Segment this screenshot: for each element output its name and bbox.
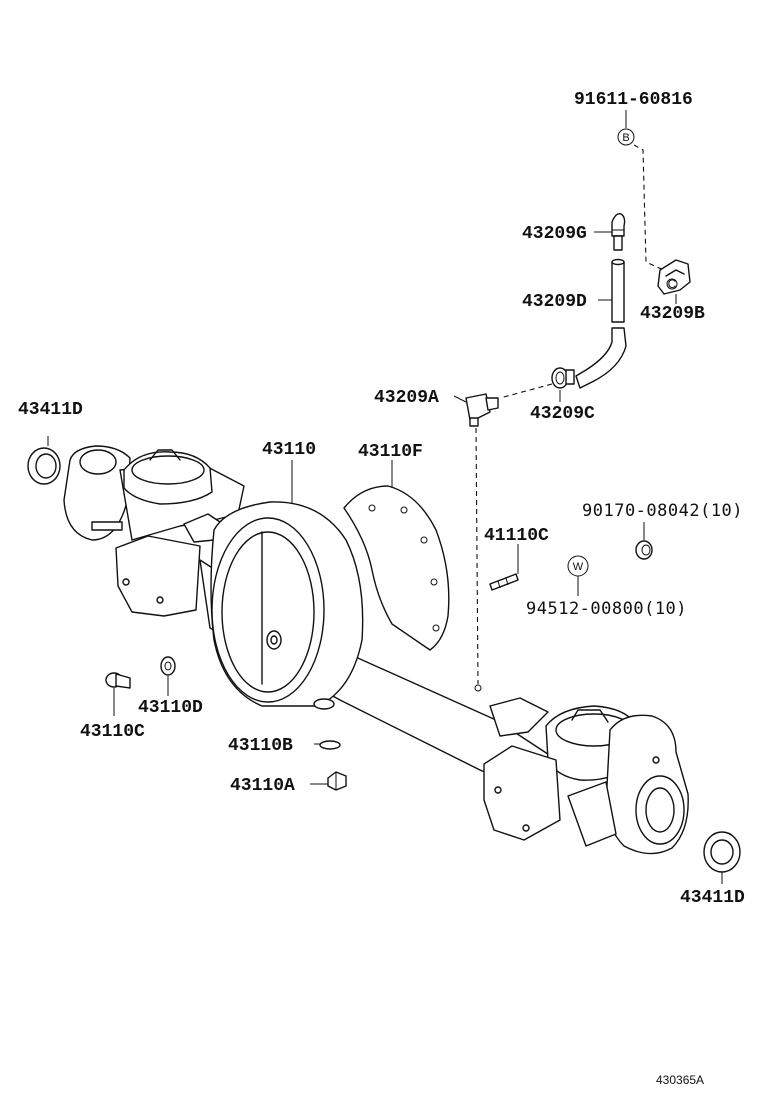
label-43110c: 43110C <box>80 722 145 742</box>
label-43110d: 43110D <box>138 698 203 718</box>
breather-hose-bent <box>575 327 627 389</box>
dashed-leader-vertical <box>475 427 479 685</box>
label-43411d-right: 43411D <box>680 888 745 908</box>
dashed-leader-clamp <box>499 383 553 399</box>
hose-clamp-43209c <box>551 367 575 389</box>
breather-hose-43209d <box>611 258 625 323</box>
callout-b-marker <box>617 128 635 146</box>
label-43209g: 43209G <box>522 224 587 244</box>
gasket-43110d <box>160 656 176 696</box>
leader-lines <box>291 110 677 785</box>
label-41110c: 41110C <box>484 526 549 546</box>
label-90170-08042: 90170-08042(10) <box>582 501 743 521</box>
callout-b-text: B <box>622 132 629 144</box>
label-43209b: 43209B <box>640 304 705 324</box>
nut-90170 <box>635 540 653 560</box>
label-43411d-left: 43411D <box>18 400 83 420</box>
plug-bolt-43110c <box>105 672 131 716</box>
label-43110b: 43110B <box>228 736 293 756</box>
label-43110: 43110 <box>262 440 316 460</box>
oil-seal-right <box>703 831 741 884</box>
label-43209d: 43209D <box>522 292 587 312</box>
label-94512-00800: 94512-00800(10) <box>526 599 687 619</box>
callout-c-text: C <box>668 277 677 291</box>
part-labels: 91611-60816 43209G 43209D 43209B 43209A … <box>18 90 745 1087</box>
label-43110f: 43110F <box>358 442 423 462</box>
breather-assembly: B C <box>465 128 691 692</box>
label-43209c: 43209C <box>530 404 595 424</box>
stud-41110c <box>489 573 519 591</box>
oil-seal-left <box>27 436 61 485</box>
dashed-leader-b <box>633 144 669 273</box>
carrier-gasket-43110f <box>343 485 450 651</box>
label-91611-60816: 91611-60816 <box>574 90 693 110</box>
axle-housing-43110 <box>63 445 689 855</box>
label-43110a: 43110A <box>230 776 295 796</box>
callout-w-text: W <box>573 561 584 573</box>
drain-plug-43110a <box>327 771 347 791</box>
clip-bracket-43209b: C <box>657 259 691 295</box>
label-43209a: 43209A <box>374 388 439 408</box>
union-elbow-43209a <box>465 393 499 427</box>
breather-nipple-43209g <box>611 212 626 251</box>
figure-id: 430365A <box>656 1073 704 1087</box>
gasket-43110b <box>319 740 341 750</box>
breather-hole <box>474 684 482 692</box>
